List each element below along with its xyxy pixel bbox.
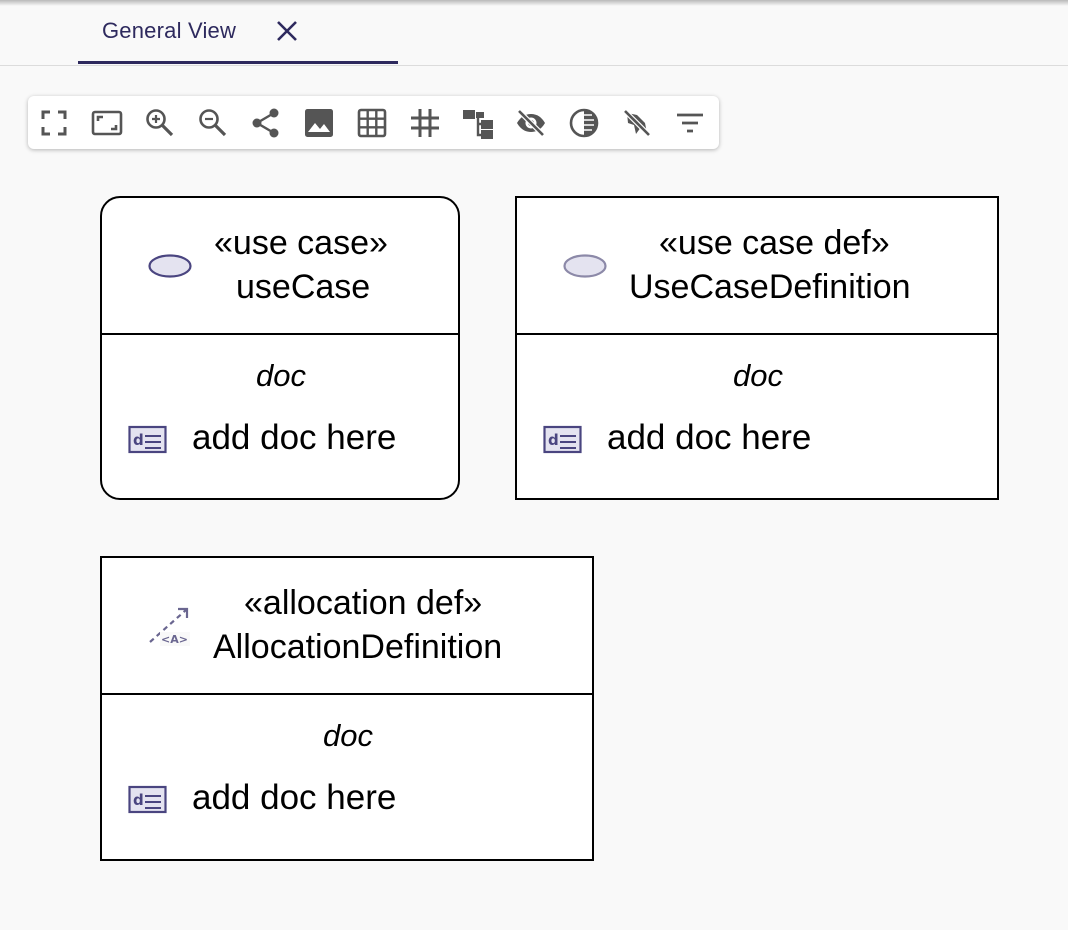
fade-icon[interactable] — [566, 105, 602, 141]
hide-icon[interactable] — [513, 105, 549, 141]
node-header: «use case» useCase — [102, 198, 458, 335]
node-header: <A> «allocation def» AllocationDefinitio… — [102, 558, 592, 695]
use-case-def-icon — [563, 254, 607, 283]
fit-selection-icon[interactable] — [89, 105, 125, 141]
arrange-layout-icon[interactable] — [460, 105, 496, 141]
tab-bar: General View — [0, 0, 1068, 66]
zoom-in-icon[interactable] — [142, 105, 178, 141]
doc-compartment-label: doc — [256, 358, 306, 393]
share-icon[interactable] — [248, 105, 284, 141]
unpin-icon[interactable] — [619, 105, 655, 141]
doc-text[interactable]: add doc here — [607, 418, 812, 457]
node-stereotype: «use case def» — [659, 224, 890, 262]
node-stereotype: «allocation def» — [244, 584, 483, 622]
node-header: «use case def» UseCaseDefinition — [517, 198, 997, 335]
doc-text[interactable]: add doc here — [192, 778, 397, 817]
node-name: AllocationDefinition — [213, 628, 503, 666]
node-name: useCase — [236, 268, 371, 306]
allocation-definition-node[interactable]: <A> «allocation def» AllocationDefinitio… — [100, 556, 594, 861]
fit-to-screen-icon[interactable] — [36, 105, 72, 141]
tab-general-view[interactable]: General View — [78, 10, 398, 64]
documentation-icon: d — [128, 785, 168, 815]
documentation-icon: d — [543, 425, 583, 455]
node-stereotype: «use case» — [214, 224, 388, 262]
svg-text:<A>: <A> — [161, 633, 188, 646]
use-case-icon — [148, 254, 192, 283]
zoom-out-icon[interactable] — [195, 105, 231, 141]
doc-compartment-label: doc — [733, 358, 783, 393]
node-name: UseCaseDefinition — [629, 268, 911, 306]
export-image-icon[interactable] — [301, 105, 337, 141]
filter-icon[interactable] — [672, 105, 708, 141]
use-case-definition-node[interactable]: «use case def» UseCaseDefinition doc d a… — [515, 196, 999, 500]
svg-text:d: d — [133, 431, 144, 449]
allocation-def-icon: <A> — [146, 604, 196, 653]
window-edge-shadow — [0, 0, 1068, 6]
tab-title: General View — [102, 18, 237, 43]
svg-text:d: d — [133, 791, 144, 809]
documentation-icon: d — [128, 425, 168, 455]
svg-text:d: d — [548, 431, 559, 449]
doc-text[interactable]: add doc here — [192, 418, 397, 457]
doc-compartment-label: doc — [323, 718, 373, 753]
close-icon[interactable] — [274, 18, 300, 44]
grid-icon[interactable] — [354, 105, 390, 141]
diagram-toolbar — [28, 96, 719, 149]
use-case-node[interactable]: «use case» useCase doc d add doc here — [100, 196, 460, 500]
snap-grid-icon[interactable] — [407, 105, 443, 141]
